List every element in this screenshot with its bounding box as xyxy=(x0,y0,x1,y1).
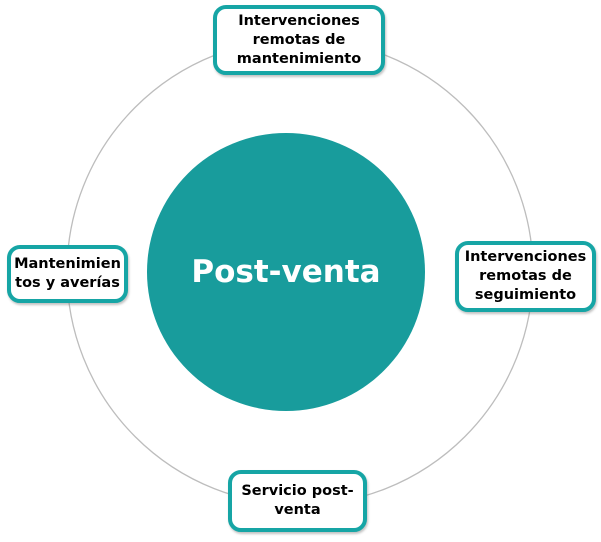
center-circle: Post-venta xyxy=(147,133,425,411)
node-postsale-service: Servicio post- venta xyxy=(228,470,367,532)
node-label-line: Mantenimien xyxy=(14,256,121,272)
node-label-line: venta xyxy=(274,502,321,518)
node-label-line: tos y averías xyxy=(15,275,120,291)
node-maintenance-breakdowns: Mantenimien tos y averías xyxy=(7,245,128,303)
node-label-line: Intervenciones xyxy=(464,249,587,265)
node-label-line: mantenimiento xyxy=(236,50,362,67)
center-label: Post-venta xyxy=(191,254,381,290)
node-label-line: remotas de xyxy=(252,31,346,48)
node-label-line: seguimiento xyxy=(474,287,577,303)
node-remote-maintenance: Intervenciones remotas de mantenimiento xyxy=(213,5,385,75)
node-label-line: Intervenciones xyxy=(238,12,360,29)
node-label-line: remotas de xyxy=(479,268,572,284)
node-label-line: Servicio post- xyxy=(241,483,354,499)
node-remote-followup: Intervenciones remotas de seguimiento xyxy=(455,241,596,312)
